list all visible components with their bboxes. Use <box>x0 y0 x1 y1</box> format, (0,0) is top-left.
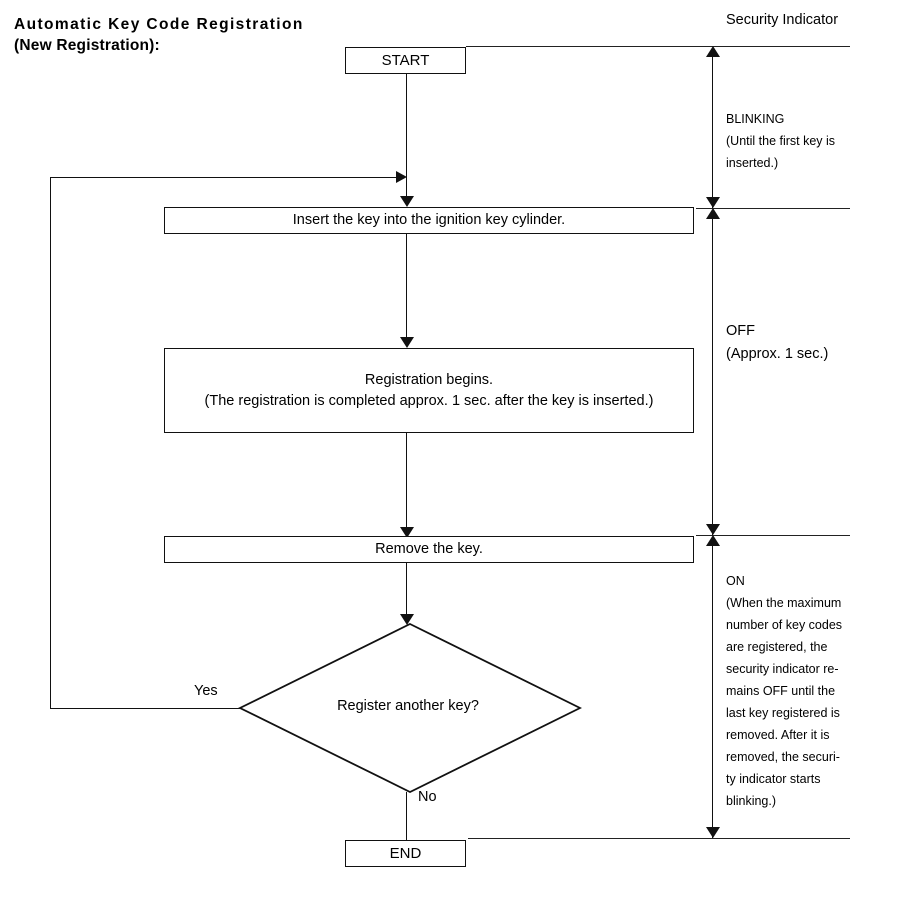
step-insert-key-box[interactable]: Insert the key into the ignition key cyl… <box>164 207 694 234</box>
annotation-on-detail-8: removed, the securi- <box>726 750 840 764</box>
connector-step1-to-step2 <box>406 234 407 342</box>
start-node-label: START <box>381 52 430 69</box>
annotation-on-detail-2: number of key codes <box>726 618 843 632</box>
off-span-arrow-up-icon <box>706 208 720 219</box>
decision-register-another-key[interactable] <box>238 622 582 794</box>
annotation-on-detail-7: removed. After it is <box>726 728 830 742</box>
annotation-on-detail-4: security indicator re- <box>726 662 839 676</box>
annotation-blinking-detail-2: inserted.) <box>726 156 779 170</box>
page-title-line-2: (New Registration): <box>14 37 160 54</box>
page-title: Automatic Key Code Registration (New Reg… <box>14 14 344 56</box>
annotation-on: ON (When the maximum number of key codes… <box>726 570 846 812</box>
connector-step1-arrow-icon <box>400 337 414 348</box>
connector-yes-arrow-icon <box>396 171 407 183</box>
on-span-arrow-down-icon <box>706 827 720 838</box>
connector-no-vertical <box>406 792 407 841</box>
step-remove-key-box[interactable]: Remove the key. <box>164 536 694 563</box>
annotation-off-detail-1: (Approx. 1 sec.) <box>726 346 829 362</box>
phase-separator-blinking-off <box>696 208 850 209</box>
off-span-arrow-down-icon <box>706 524 720 535</box>
step-remove-key-text-1: Remove the key. <box>375 541 483 557</box>
annotation-on-detail-3: are registered, the <box>726 640 828 654</box>
annotation-off-state: OFF <box>726 323 755 339</box>
connector-start-to-step1 <box>406 74 407 202</box>
annotation-on-detail-10: blinking.) <box>726 794 777 808</box>
end-node-label: END <box>389 845 422 862</box>
annotation-on-detail-5: mains OFF until the <box>726 684 836 698</box>
end-node[interactable]: END <box>345 840 466 867</box>
off-span-axis <box>712 210 713 535</box>
connector-step3-to-decision <box>406 563 407 621</box>
connector-step2-to-step3 <box>406 433 407 533</box>
blinking-span-arrow-up-icon <box>706 46 720 57</box>
step-insert-key-text-1: Insert the key into the ignition key cyl… <box>292 212 566 228</box>
annotation-on-detail-9: ty indicator starts <box>726 772 821 786</box>
annotation-blinking-state: BLINKING <box>726 112 785 126</box>
decision-yes-label: Yes <box>194 683 218 699</box>
step-registration-begins-text-2: (The registration is completed approx. 1… <box>204 392 654 409</box>
annotation-blinking: BLINKING (Until the first key is inserte… <box>726 108 856 174</box>
connector-step2-arrow-icon <box>400 527 414 538</box>
annotation-on-detail-6: last key registered is <box>726 706 840 720</box>
annotation-on-state: ON <box>726 574 745 588</box>
on-span-axis <box>712 537 713 838</box>
connector-yes-vertical <box>50 177 51 709</box>
annotation-on-detail-1: (When the maximum <box>726 596 842 610</box>
security-indicator-heading: Security Indicator <box>726 12 839 28</box>
decision-no-label: No <box>418 789 437 805</box>
annotation-blinking-detail-1: (Until the first key is <box>726 134 836 148</box>
step-registration-begins-box[interactable]: Registration begins. (The registration i… <box>164 348 694 433</box>
connector-start-arrow-icon <box>400 196 414 207</box>
blinking-span-arrow-down-icon <box>706 197 720 208</box>
connector-yes-horizontal <box>50 708 240 709</box>
connector-yes-return-horizontal <box>50 177 400 178</box>
blinking-span-axis <box>712 50 713 208</box>
annotation-off: OFF (Approx. 1 sec.) <box>726 320 866 366</box>
phase-separator-bottom <box>468 838 850 839</box>
connector-step3-arrow-icon <box>400 614 414 625</box>
page-title-line-1: Automatic Key Code Registration <box>14 16 304 33</box>
start-node[interactable]: START <box>345 47 466 74</box>
phase-separator-off-on <box>696 535 850 536</box>
on-span-arrow-up-icon <box>706 535 720 546</box>
annotation-on-detail: (When the maximum number of key codes ar… <box>726 592 846 812</box>
step-registration-begins-text-1: Registration begins. <box>364 371 494 388</box>
decision-label: Register another key? <box>337 698 479 714</box>
phase-separator-top <box>466 46 850 47</box>
